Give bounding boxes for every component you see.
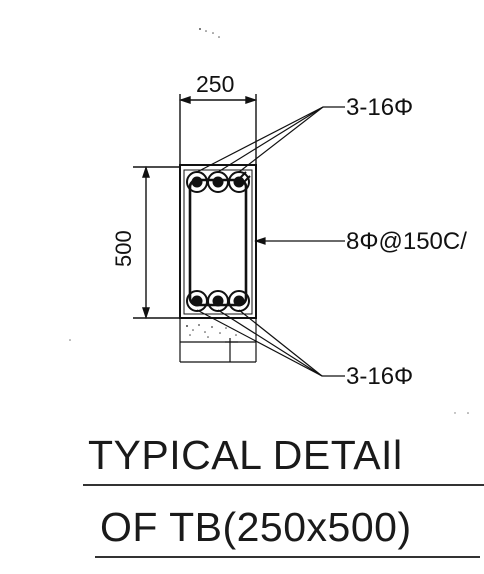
- top-bars-callout: 3-16Φ: [346, 94, 413, 121]
- bottom-bars-callout: 3-16Φ: [346, 363, 413, 390]
- height-dimension: [133, 165, 180, 320]
- stirrup-leader: [254, 237, 345, 245]
- width-dimension-label: 250: [196, 71, 234, 97]
- scan-specks: [199, 28, 220, 38]
- scan-marks: [69, 339, 469, 414]
- title-line-2-underline: [95, 556, 480, 558]
- bottom-rebars: [186, 290, 250, 312]
- concrete-base: [179, 318, 257, 363]
- beam-section-outline: [179, 164, 257, 319]
- bottom-bars-leader: [196, 309, 345, 377]
- title-line-2: OF TB(250x500): [100, 504, 412, 550]
- top-bars-leader: [196, 106, 345, 173]
- top-rebars: [186, 171, 250, 193]
- height-dimension-label: 500: [111, 230, 136, 267]
- width-dimension: [178, 94, 258, 165]
- title-line-1: TYPICAL DETAIl: [88, 432, 403, 478]
- concrete-hatch-dots: [186, 324, 237, 338]
- stirrup-callout: 8Φ@150C/: [346, 228, 467, 255]
- title-line-1-underline: [83, 484, 484, 486]
